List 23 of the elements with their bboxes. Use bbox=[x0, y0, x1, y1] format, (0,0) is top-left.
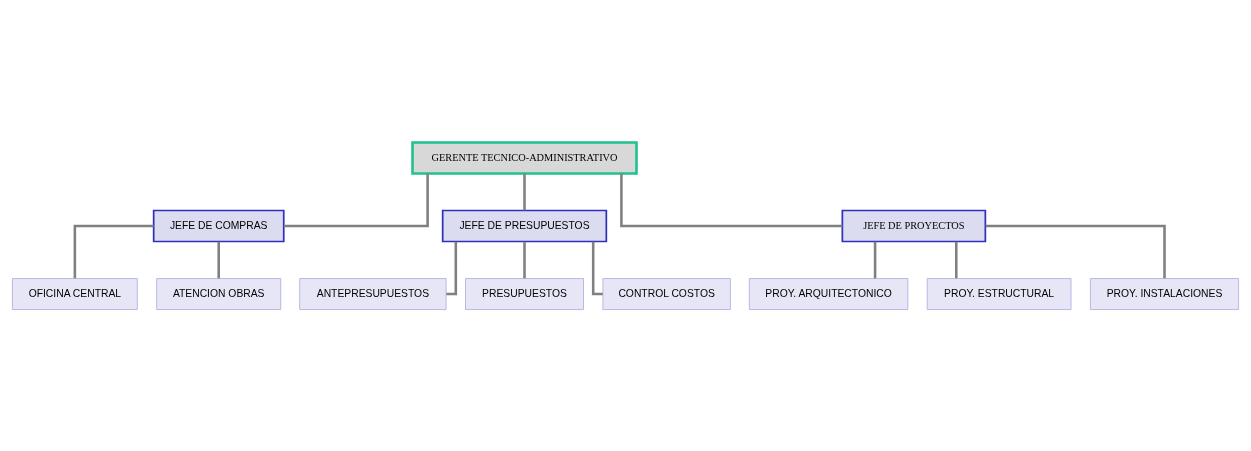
connector bbox=[591, 241, 603, 295]
node-box: ATENCION OBRAS bbox=[156, 277, 282, 310]
node-box: PROY. INSTALACIONES bbox=[1090, 277, 1239, 310]
connector bbox=[985, 224, 1166, 278]
node-box: ANTEPRESUPUESTOS bbox=[299, 277, 447, 310]
node-box: PRESUPUESTOS bbox=[465, 277, 584, 310]
node-box: JEFE DE PROYECTOS bbox=[841, 209, 987, 242]
connector bbox=[446, 241, 458, 295]
node-box: OFICINA CENTRAL bbox=[12, 277, 138, 310]
connector bbox=[955, 241, 958, 278]
connector bbox=[620, 173, 843, 227]
node-box: GERENTE TECNICO-ADMINISTRATIVO bbox=[411, 140, 638, 175]
connector bbox=[217, 241, 220, 278]
connector bbox=[73, 224, 154, 278]
node-box: JEFE DE PRESUPUESTOS bbox=[441, 209, 608, 242]
node-box: PROY. ARQUITECTONICO bbox=[748, 277, 909, 310]
connector bbox=[873, 241, 877, 278]
node-box: CONTROL COSTOS bbox=[602, 277, 731, 310]
node-box: PROY. ESTRUCTURAL bbox=[926, 277, 1072, 310]
node-box: JEFE DE COMPRAS bbox=[152, 209, 285, 242]
connector bbox=[523, 173, 526, 210]
connector bbox=[523, 241, 526, 278]
connector bbox=[283, 173, 429, 227]
